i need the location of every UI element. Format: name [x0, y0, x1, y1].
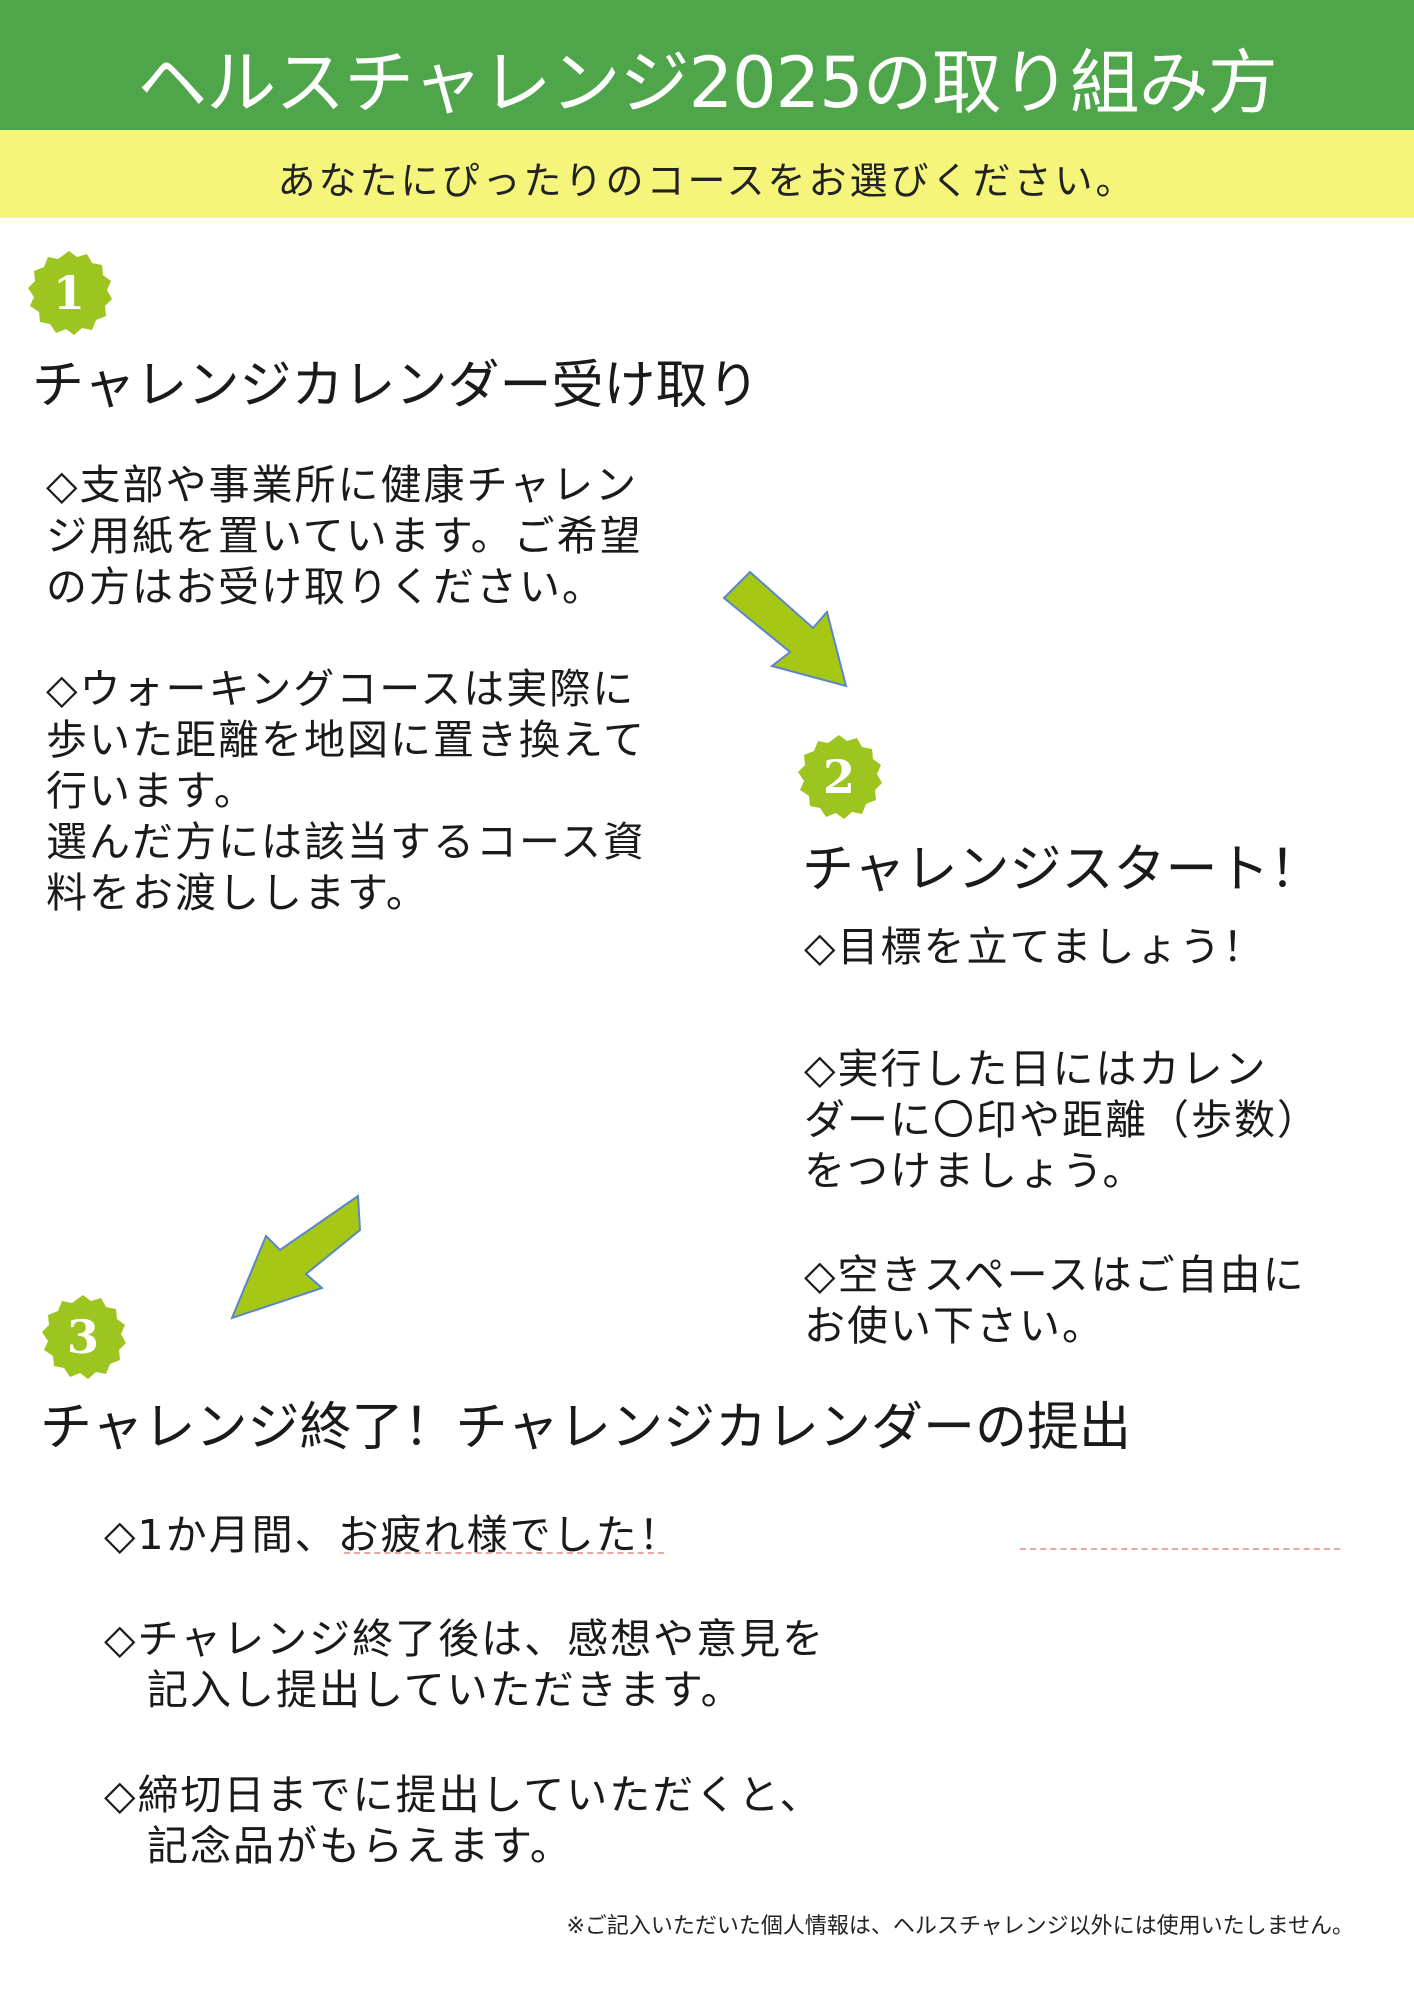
arrow-down-left-icon [230, 1194, 362, 1320]
step-1-heading: チャレンジカレンダー受け取り [32, 356, 760, 416]
step-2-paragraph-2: ◇実行した日にはカレン ダーに〇印や距離（歩数） をつけましょう。 [804, 1044, 1394, 1197]
step-2-paragraph-3: ◇空きスペースはご自由に お使い下さい。 [804, 1250, 1394, 1352]
step-1-badge: 1 [24, 248, 114, 338]
step-3-paragraph-1: ◇1か月間、お疲れ様でした！ [104, 1510, 1004, 1561]
text-line: ◇空きスペースはご自由に [804, 1251, 1306, 1299]
text-line: ◇支部や事業所に健康チャレン [46, 461, 639, 509]
text-line: 料をお渡しします。 [46, 869, 429, 917]
header-band [0, 0, 1414, 132]
text-line: ダーに〇印や距離（歩数） [804, 1096, 1320, 1144]
step-1-paragraph-1: ◇支部や事業所に健康チャレン ジ用紙を置いています。ご希望 の方はお受け取りくだ… [46, 460, 726, 613]
page-subtitle: あなたにぴったりのコースをお選びください。 [277, 159, 1137, 203]
text-line: 行います。 [46, 767, 257, 815]
step-3-paragraph-3: ◇締切日までに提出していただくと、 記念品がもらえます。 [104, 1770, 1004, 1872]
badge-blob-icon [28, 251, 112, 335]
text-line: の方はお受け取りください。 [46, 563, 605, 611]
step-2-badge: 2 [794, 732, 884, 822]
page-title: ヘルスチャレンジ2025の取り組み方 [137, 42, 1277, 124]
text-line: ◇目標を立てましょう！ [804, 923, 1266, 971]
text-line: お使い下さい。 [804, 1302, 1105, 1350]
text-line: ◇実行した日にはカレン [804, 1045, 1268, 1093]
text-line: 記入し提出していただきます。 [104, 1666, 744, 1714]
step-2-number: 2 [822, 750, 855, 804]
text-line: ◇締切日までに提出していただくと、 [104, 1771, 823, 1819]
subtitle-band [0, 130, 1414, 218]
badge-blob-icon [798, 735, 882, 819]
arrow-down-right-icon [722, 570, 848, 688]
text-line: 歩いた距離を地図に置き換えて [46, 716, 646, 764]
text-line: 選んだ方には該当するコース資 [46, 818, 646, 866]
dashed-underline [1020, 1548, 1340, 1550]
step-3-number: 3 [66, 1310, 99, 1364]
step-1-number: 1 [52, 266, 85, 320]
text-line: 記念品がもらえます。 [104, 1822, 573, 1870]
privacy-footnote: ※ご記入いただいた個人情報は、ヘルスチャレンジ以外には使用いたしません。 [566, 1914, 1354, 1939]
badge-blob-icon [42, 1295, 126, 1379]
step-2-paragraph-1: ◇目標を立てましょう！ [804, 922, 1394, 973]
text-line: ◇ウォーキングコースは実際に [46, 665, 636, 713]
text-line: ◇1か月間、お疲れ様でした！ [104, 1511, 682, 1559]
dashed-underline [344, 1552, 664, 1554]
text-line: をつけましょう。 [804, 1147, 1146, 1195]
step-1-paragraph-2: ◇ウォーキングコースは実際に 歩いた距離を地図に置き換えて 行います。 選んだ方… [46, 664, 746, 919]
step-2-heading: チャレンジスタート！ [802, 840, 1322, 900]
text-line: ◇チャレンジ終了後は、感想や意見を [104, 1615, 826, 1663]
step-3-badge: 3 [38, 1292, 128, 1382]
step-3-heading: チャレンジ終了！チャレンジカレンダーの提出 [40, 1398, 1131, 1458]
step-3-paragraph-2: ◇チャレンジ終了後は、感想や意見を 記入し提出していただきます。 [104, 1614, 1004, 1716]
text-line: ジ用紙を置いています。ご希望 [46, 512, 643, 560]
